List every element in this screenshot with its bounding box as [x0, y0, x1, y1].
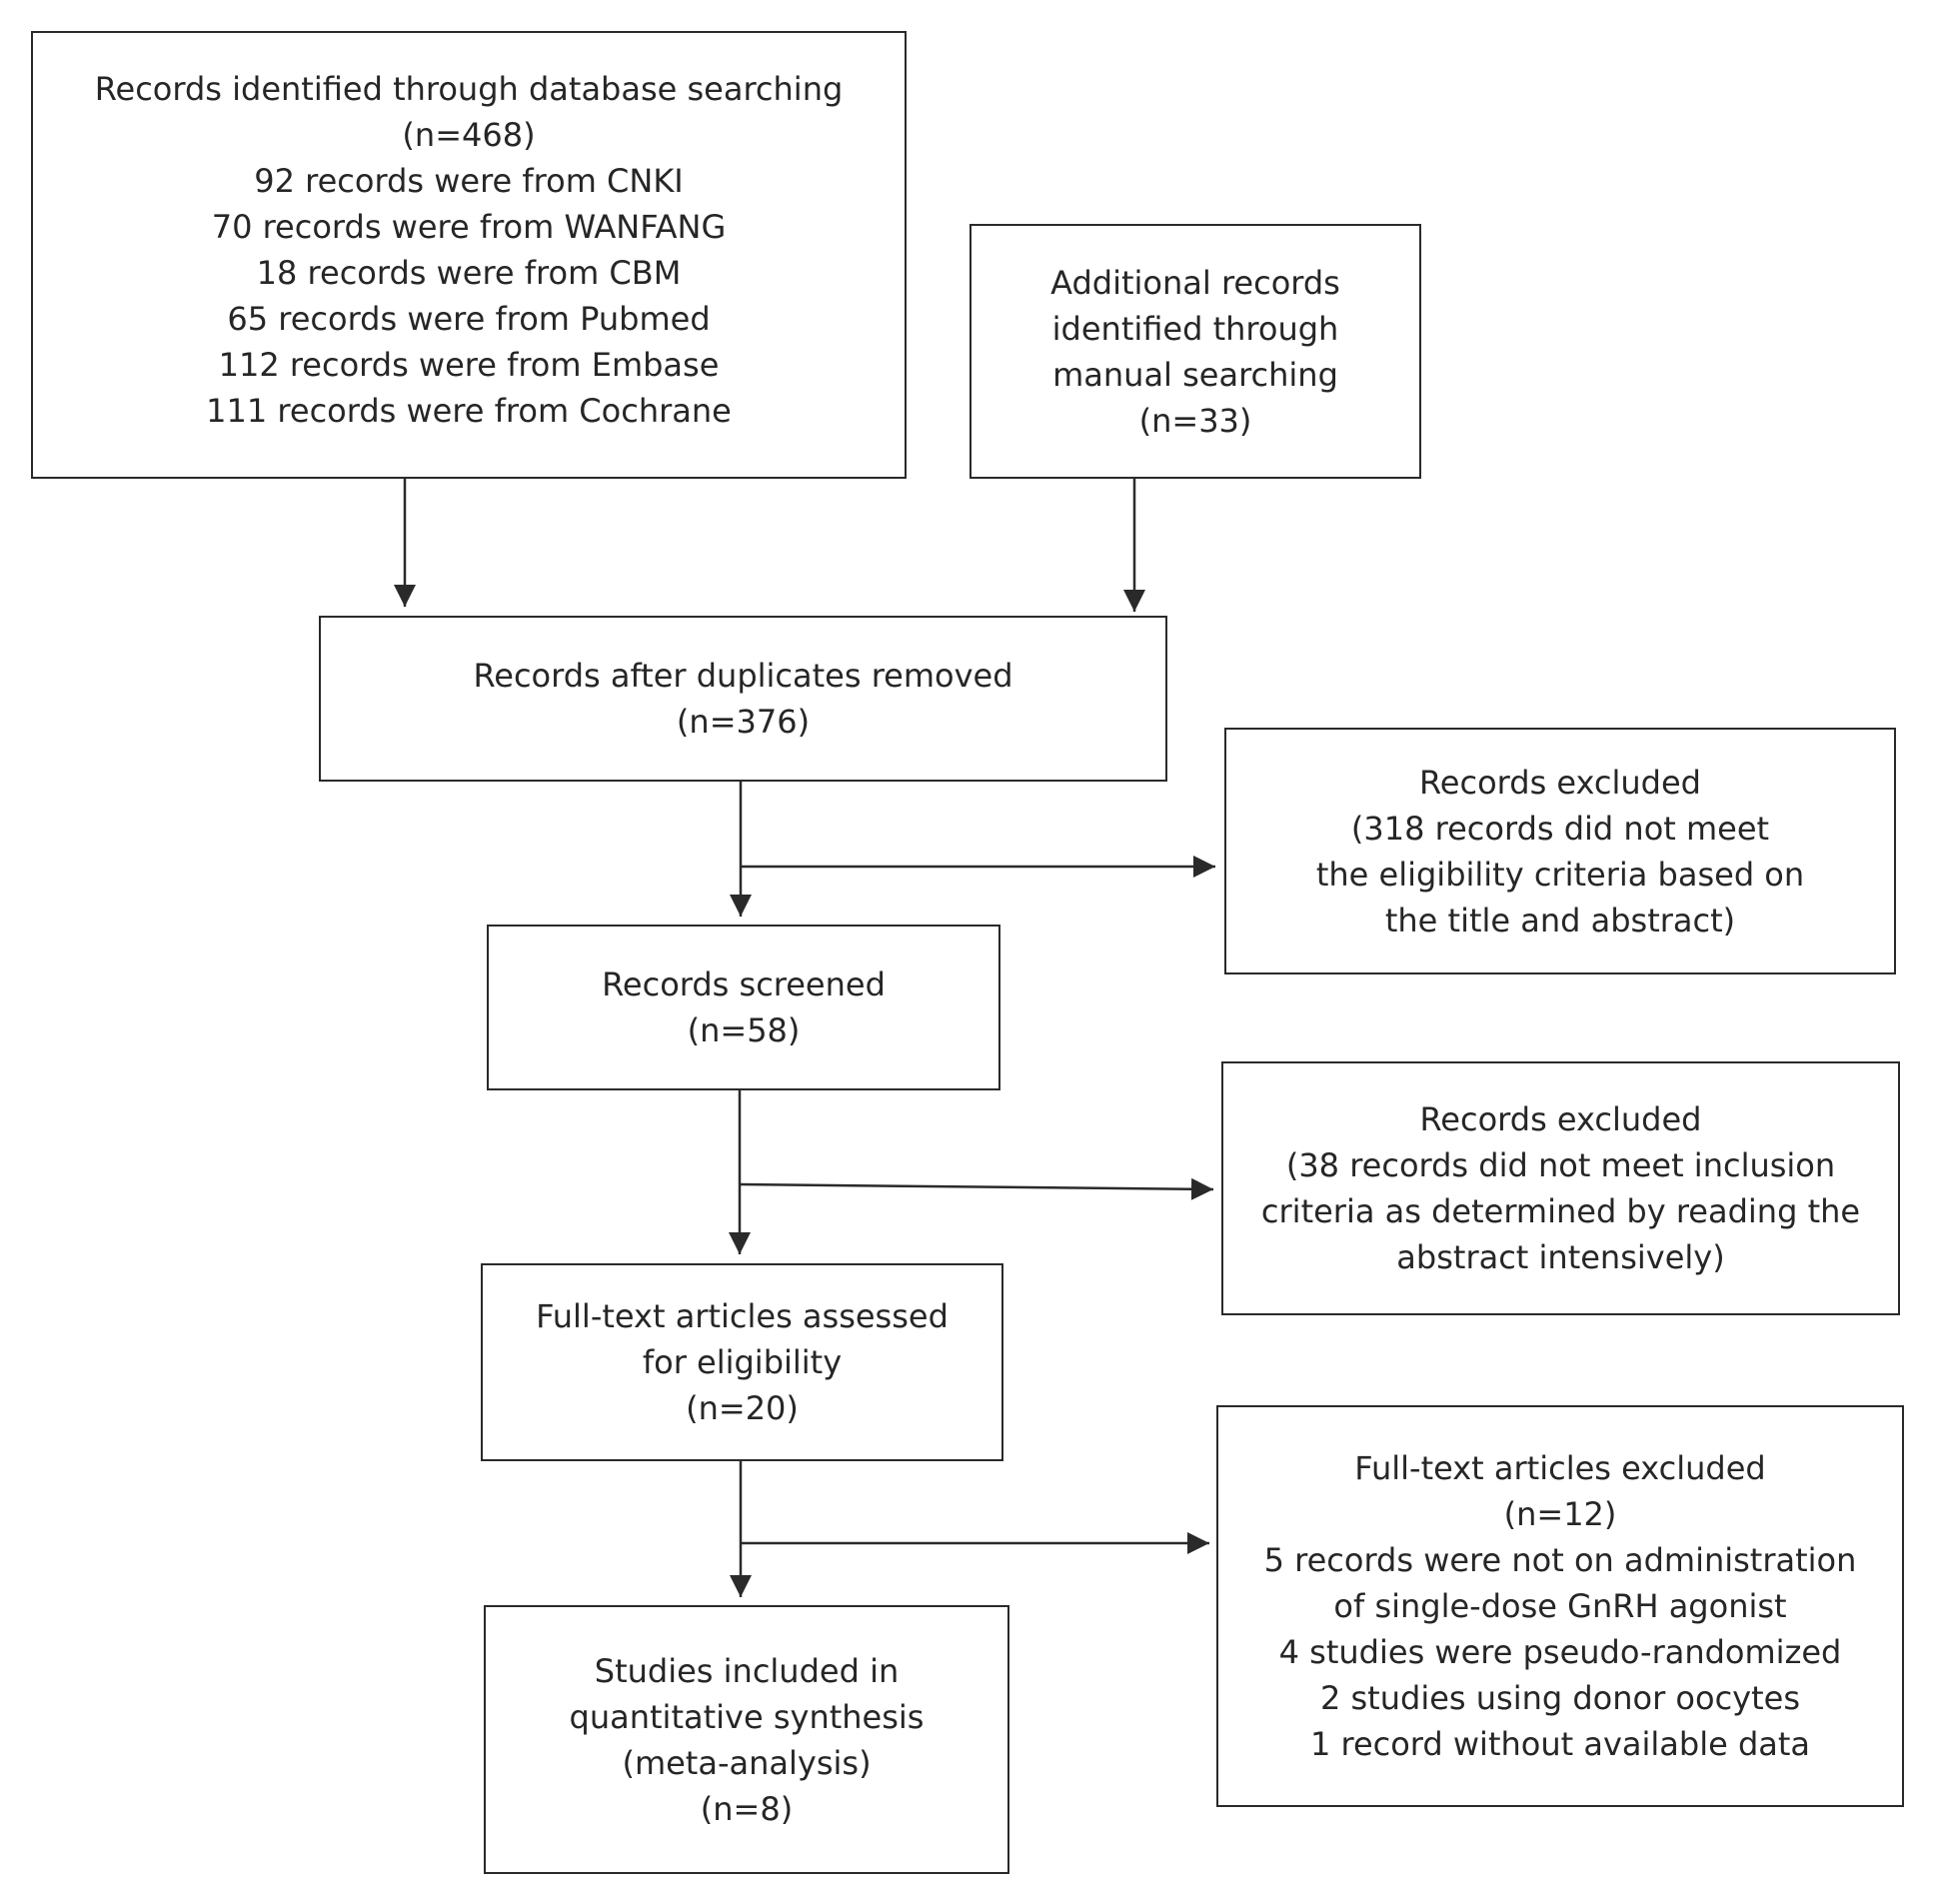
full-text-excluded-reason-4: 1 record without available data — [1309, 1725, 1811, 1763]
studies-included-line-3: (meta-analysis) — [622, 1743, 872, 1782]
database-source-embase: 112 records were from Embase — [218, 346, 720, 384]
studies-included-count: (n=8) — [700, 1789, 794, 1828]
additional-records-count: (n=33) — [1138, 401, 1252, 440]
excluded-abstract-line-1: (38 records did not meet inclusion — [1285, 1146, 1836, 1184]
excluded-abstract-line-2: criteria as determined by reading the — [1260, 1192, 1861, 1230]
screened-title: Records screened — [602, 965, 886, 1003]
after-duplicates-box: Records after duplicates removed (n=376) — [319, 616, 1167, 782]
excluded-title-abstract-title: Records excluded — [1419, 763, 1701, 802]
database-source-cbm: 18 records were from CBM — [256, 254, 682, 292]
database-source-cnki: 92 records were from CNKI — [254, 162, 684, 200]
excluded-title-abstract-line-2: the eligibility criteria based on — [1315, 855, 1805, 894]
full-text-assessed-box: Full-text articles assessed for eligibil… — [481, 1263, 1003, 1461]
studies-included-box: Studies included in quantitative synthes… — [484, 1605, 1009, 1874]
excluded-abstract-line-3: abstract intensively) — [1396, 1238, 1725, 1276]
full-text-assessed-count: (n=20) — [686, 1389, 799, 1427]
studies-included-line-1: Studies included in — [594, 1651, 900, 1690]
full-text-excluded-reason-1: 5 records were not on administration — [1263, 1541, 1857, 1579]
additional-records-line-2: identified through — [1051, 309, 1339, 348]
screened-box: Records screened (n=58) — [487, 925, 1000, 1090]
database-source-pubmed: 65 records were from Pubmed — [227, 300, 711, 338]
excluded-title-abstract-line-1: (318 records did not meet — [1350, 809, 1770, 848]
database-source-cochrane: 111 records were from Cochrane — [206, 392, 732, 430]
full-text-excluded-reason-3: 2 studies using donor oocytes — [1319, 1679, 1801, 1717]
full-text-excluded-box: Full-text articles excluded (n=12) 5 rec… — [1216, 1405, 1904, 1807]
studies-included-line-2: quantitative synthesis — [569, 1697, 925, 1736]
screened-count: (n=58) — [687, 1011, 801, 1049]
additional-records-box: Additional records identified through ma… — [969, 224, 1421, 479]
full-text-assessed-line-2: for eligibility — [642, 1343, 843, 1381]
additional-records-line-3: manual searching — [1052, 355, 1338, 394]
full-text-excluded-reason-1b: of single-dose GnRH agonist — [1333, 1587, 1787, 1625]
full-text-excluded-title: Full-text articles excluded — [1354, 1449, 1766, 1487]
excluded-title-abstract-line-3: the title and abstract) — [1384, 901, 1736, 940]
database-search-title: Records identified through database sear… — [94, 70, 844, 108]
database-search-count: (n=468) — [402, 116, 536, 154]
excluded-abstract-box: Records excluded (38 records did not mee… — [1221, 1061, 1900, 1315]
full-text-excluded-count: (n=12) — [1503, 1495, 1617, 1533]
full-text-assessed-line-1: Full-text articles assessed — [536, 1297, 949, 1335]
additional-records-line-1: Additional records — [1050, 263, 1340, 302]
excluded-abstract-title: Records excluded — [1419, 1100, 1702, 1138]
arrow-to-excluded-abstract — [739, 1177, 1214, 1200]
excluded-title-abstract-box: Records excluded (318 records did not me… — [1224, 728, 1896, 974]
database-search-box: Records identified through database sear… — [31, 31, 907, 479]
full-text-excluded-reason-2: 4 studies were pseudo-randomized — [1278, 1633, 1842, 1671]
after-duplicates-count: (n=376) — [676, 703, 811, 741]
after-duplicates-title: Records after duplicates removed — [473, 657, 1013, 695]
database-source-wanfang: 70 records were from WANFANG — [211, 208, 727, 246]
